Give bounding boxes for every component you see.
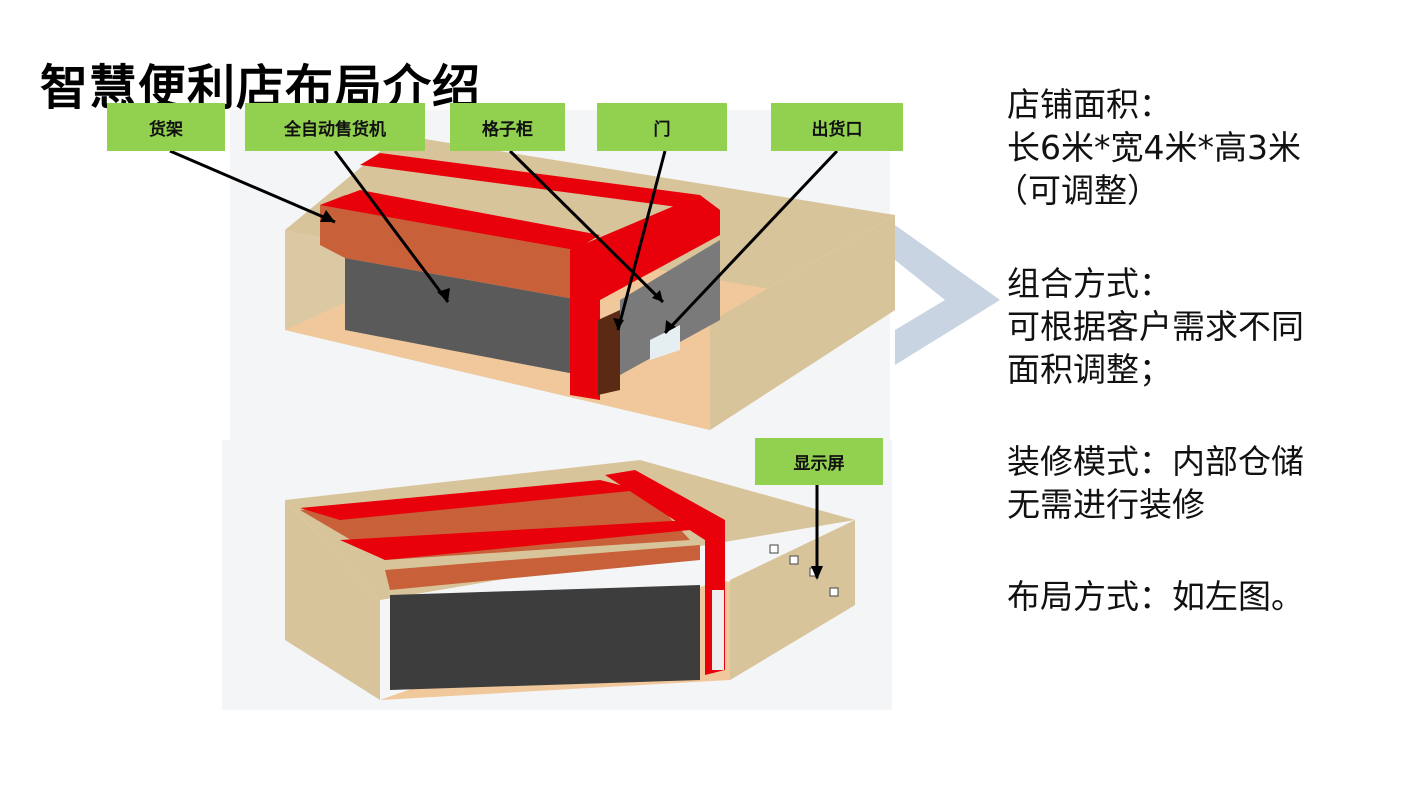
layout-line: 布局方式：如左图。 [1007, 577, 1304, 616]
store-render-top [230, 110, 895, 440]
decoration-line-2: 无需进行装修 [1007, 485, 1205, 524]
label-outlet: 出货口 [771, 103, 903, 151]
store-render-bottom [222, 440, 892, 710]
label-door: 门 [597, 103, 727, 151]
area-note: （可调整） [995, 171, 1160, 210]
combo-line-2: 面积调整； [1007, 350, 1172, 389]
label-locker: 格子柜 [450, 103, 565, 151]
combo-line-1: 可根据客户需求不同 [1007, 307, 1304, 346]
combo-heading: 组合方式： [1007, 264, 1172, 303]
decoration-line-1: 装修模式：内部仓储 [1007, 442, 1304, 481]
area-heading: 店铺面积： [1007, 85, 1172, 124]
label-shelf: 货架 [107, 103, 225, 151]
callout-arrows [169, 149, 839, 578]
area-value: 长6米*宽4米*高3米 [1007, 128, 1301, 167]
label-vending-machine: 全自动售货机 [245, 103, 425, 151]
arrow-heads [320, 210, 823, 580]
label-display: 显示屏 [755, 438, 883, 485]
watermark-logo [895, 225, 1000, 365]
